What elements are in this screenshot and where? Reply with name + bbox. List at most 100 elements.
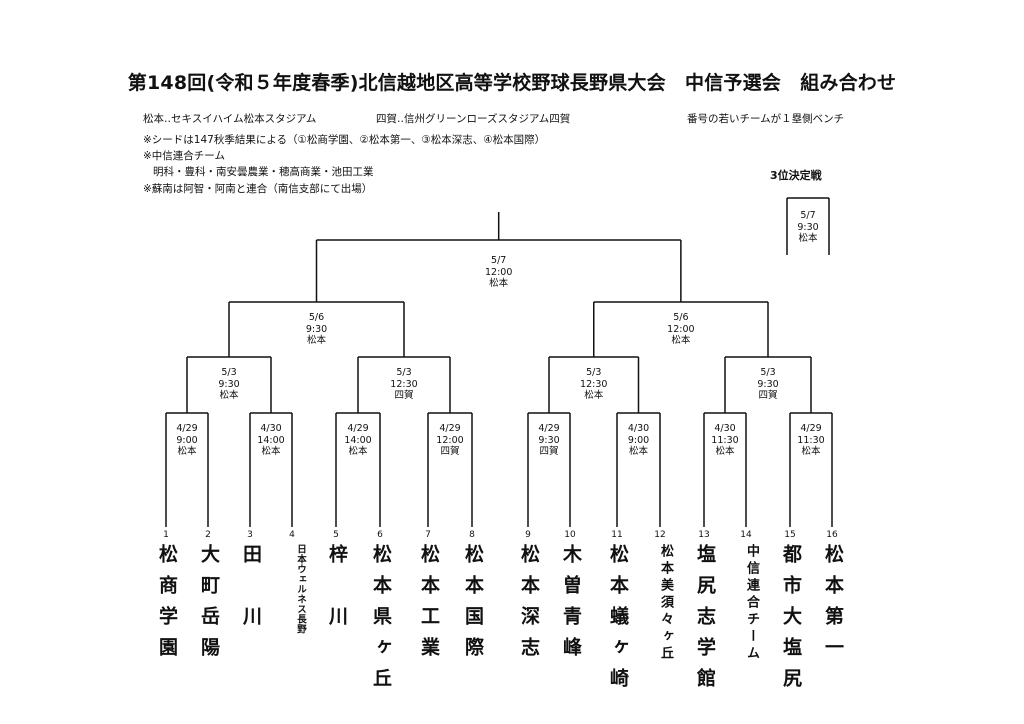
match-time: 12:00	[436, 434, 464, 446]
team-seed-12: 12	[654, 530, 666, 540]
match-date: 5/3	[586, 367, 602, 378]
match-date: 5/3	[221, 367, 237, 378]
match-date: 4/30	[714, 423, 736, 434]
team-seed-4: 4	[289, 530, 295, 540]
bench-note: 番号の若いチームが１塁側ベンチ	[687, 113, 845, 125]
team-seed-2: 2	[205, 530, 211, 540]
team-seed-16: 16	[826, 530, 838, 540]
match-date: 4/29	[176, 423, 198, 434]
match-venue: 四賀	[440, 446, 460, 457]
match-venue: 松本	[798, 233, 818, 244]
match-venue: 四賀	[539, 446, 559, 457]
match-venue: 四賀	[758, 390, 778, 401]
team-name-14: 中信連合チーム	[744, 544, 759, 663]
team-seed-3: 3	[247, 530, 253, 540]
team-seed-7: 7	[425, 530, 431, 540]
page-title: 第148回(令和５年度春季)北信越地区高等学校野球長野県大会 中信予選会 組み合…	[127, 72, 897, 94]
match-time: 12:30	[390, 378, 418, 390]
match-venue: 四賀	[394, 390, 414, 401]
seed-note: ※シードは147秋季結果による（①松商学園、②松本第一、③松本深志、④松本国際）	[143, 134, 546, 146]
match-time: 14:00	[344, 434, 372, 446]
team-seed-15: 15	[784, 530, 796, 540]
match-date: 5/7	[800, 210, 816, 221]
team-name-7: 松本工業	[418, 544, 440, 668]
team-seed-11: 11	[611, 530, 623, 540]
match-time: 9:00	[176, 434, 198, 446]
team-seed-1: 1	[163, 530, 169, 540]
team-seed-9: 9	[525, 530, 531, 540]
team-seed-14: 14	[740, 530, 752, 540]
team-name-12: 松本美須々ヶ丘	[658, 544, 673, 663]
venue-note-shiga: 四賀‥信州グリーンローズスタジアム四賀	[376, 113, 571, 125]
match-time: 9:30	[757, 378, 779, 390]
match-venue: 松本	[261, 446, 281, 457]
match-venue: 松本	[628, 446, 648, 457]
match-venue: 松本	[671, 335, 691, 346]
match-time: 9:30	[797, 221, 819, 233]
match-date: 4/29	[538, 423, 560, 434]
team-name-15: 都市大塩尻	[780, 544, 802, 699]
team-seed-5: 5	[333, 530, 339, 540]
match-date: 4/29	[347, 423, 369, 434]
match-date: 4/30	[260, 423, 282, 434]
match-time: 9:00	[627, 434, 650, 446]
match-venue: 松本	[801, 446, 821, 457]
rengo-note-title: ※中信連合チーム	[143, 150, 225, 162]
match-date: 4/29	[800, 423, 822, 434]
team-name-1: 松商学園	[156, 544, 178, 668]
match-date: 5/6	[673, 312, 689, 323]
match-time: 9:30	[218, 378, 240, 390]
venue-note-matsumoto: 松本‥セキスイハイム松本スタジアム	[143, 113, 317, 125]
team-name-4: 日本ウェルネス長野	[295, 544, 306, 634]
match-date: 5/3	[760, 367, 776, 378]
match-date: 4/30	[627, 423, 650, 434]
match-time: 12:30	[580, 378, 608, 390]
match-time: 9:30	[538, 434, 560, 446]
match-time: 14:00	[257, 434, 285, 446]
team-name-16: 松本第一	[822, 544, 844, 668]
match-venue: 松本	[715, 446, 735, 457]
team-seed-8: 8	[469, 530, 475, 540]
third-place-label: 3位決定戦	[770, 169, 822, 182]
team-name-6: 松本県ヶ丘	[370, 544, 392, 699]
match-time: 12:00	[484, 266, 513, 278]
match-time: 11:30	[797, 434, 825, 446]
match-venue: 松本	[489, 278, 509, 289]
team-name-3: 田 川	[240, 544, 262, 637]
team-name-8: 松本国際	[462, 544, 484, 668]
team-seed-13: 13	[698, 530, 710, 540]
team-name-9: 松本深志	[518, 544, 540, 668]
match-time: 9:30	[305, 323, 328, 335]
team-seed-10: 10	[564, 530, 576, 540]
team-name-5: 梓 川	[326, 544, 348, 637]
match-venue: 松本	[584, 390, 604, 401]
team-name-13: 塩尻志学館	[694, 544, 716, 699]
match-venue: 松本	[348, 446, 368, 457]
team-name-2: 大町岳陽	[198, 544, 220, 668]
match-date: 5/7	[491, 255, 507, 266]
team-name-10: 木曽青峰	[560, 544, 582, 668]
match-date: 5/6	[308, 312, 325, 323]
team-seed-6: 6	[377, 530, 383, 540]
rengo-note-members: 明科・豊科・南安曇農業・穂高商業・池田工業	[153, 166, 374, 178]
match-venue: 松本	[219, 390, 239, 401]
match-time: 12:00	[667, 323, 695, 335]
team-name-11: 松本蟻ヶ崎	[607, 544, 629, 699]
match-date: 4/29	[439, 423, 461, 434]
